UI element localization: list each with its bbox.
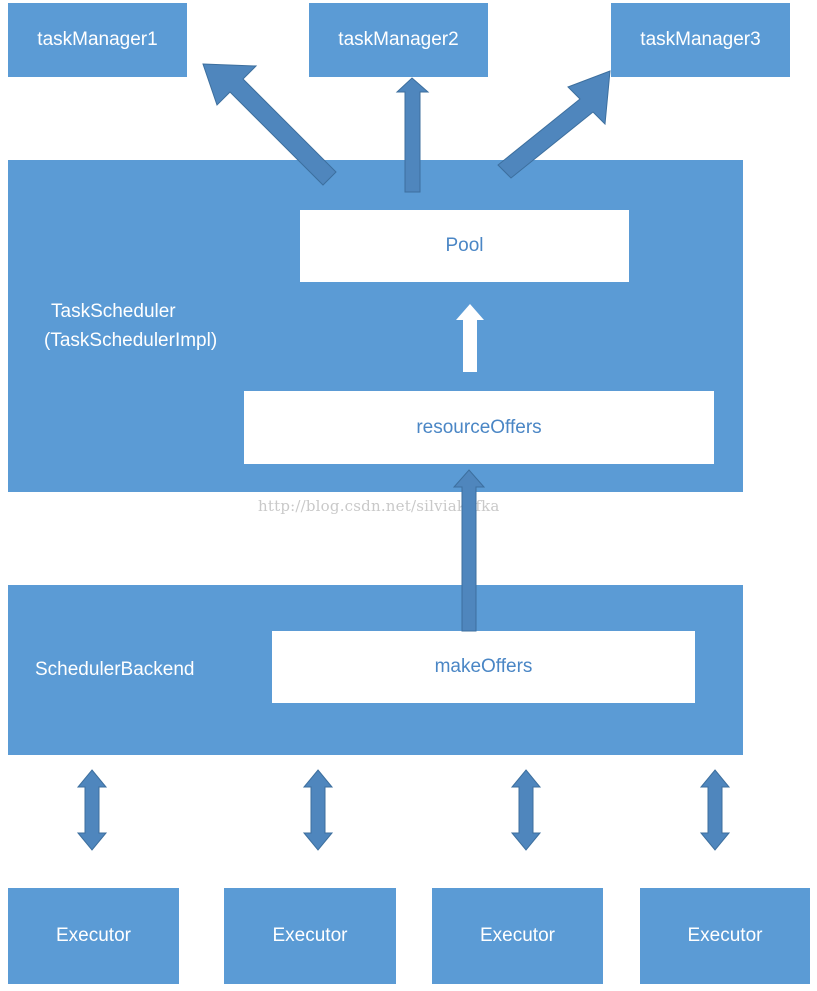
executor-1: Executor bbox=[8, 888, 179, 984]
task-manager-2: taskManager2 bbox=[309, 3, 488, 77]
arrow-to-task-manager-3 bbox=[497, 70, 611, 179]
executor-2: Executor bbox=[224, 888, 396, 984]
arrow-executor-4-link bbox=[699, 769, 731, 851]
task-scheduler-subtitle: (TaskSchedulerImpl) bbox=[44, 330, 218, 351]
pool-box: Pool bbox=[300, 210, 629, 282]
arrow-to-task-manager-2 bbox=[395, 77, 430, 193]
make-offers-box: makeOffers bbox=[272, 631, 695, 703]
executor-3: Executor bbox=[432, 888, 603, 984]
executor-2-label: Executor bbox=[272, 925, 348, 946]
task-manager-3-label: taskManager3 bbox=[640, 29, 761, 50]
task-manager-3: taskManager3 bbox=[611, 3, 790, 77]
arrow-to-task-manager-1 bbox=[202, 63, 337, 186]
executor-4: Executor bbox=[640, 888, 810, 984]
arrow-executor-3-link bbox=[510, 769, 542, 851]
executor-4-label: Executor bbox=[687, 925, 763, 946]
executor-1-label: Executor bbox=[56, 925, 131, 946]
resource-offers-label: resourceOffers bbox=[416, 416, 542, 438]
arrow-executor-2-link bbox=[302, 769, 334, 851]
executor-3-label: Executor bbox=[480, 925, 555, 946]
scheduler-backend-title: SchedulerBackend bbox=[35, 659, 195, 680]
arrow-resource-offers-to-pool bbox=[456, 304, 484, 372]
pool-label: Pool bbox=[445, 235, 484, 256]
make-offers-label: makeOffers bbox=[434, 656, 533, 677]
resource-offers-box: resourceOffers bbox=[244, 391, 714, 464]
watermark: http://blog.csdn.net/silviakafka bbox=[258, 497, 500, 515]
arrow-executor-1-link bbox=[76, 769, 108, 851]
task-manager-2-label: taskManager2 bbox=[338, 29, 459, 50]
task-manager-1-label: taskManager1 bbox=[37, 29, 158, 50]
task-scheduler-title: TaskScheduler bbox=[51, 301, 176, 322]
arrow-make-offers-to-resource-offers bbox=[452, 469, 486, 632]
task-manager-1: taskManager1 bbox=[8, 3, 187, 77]
